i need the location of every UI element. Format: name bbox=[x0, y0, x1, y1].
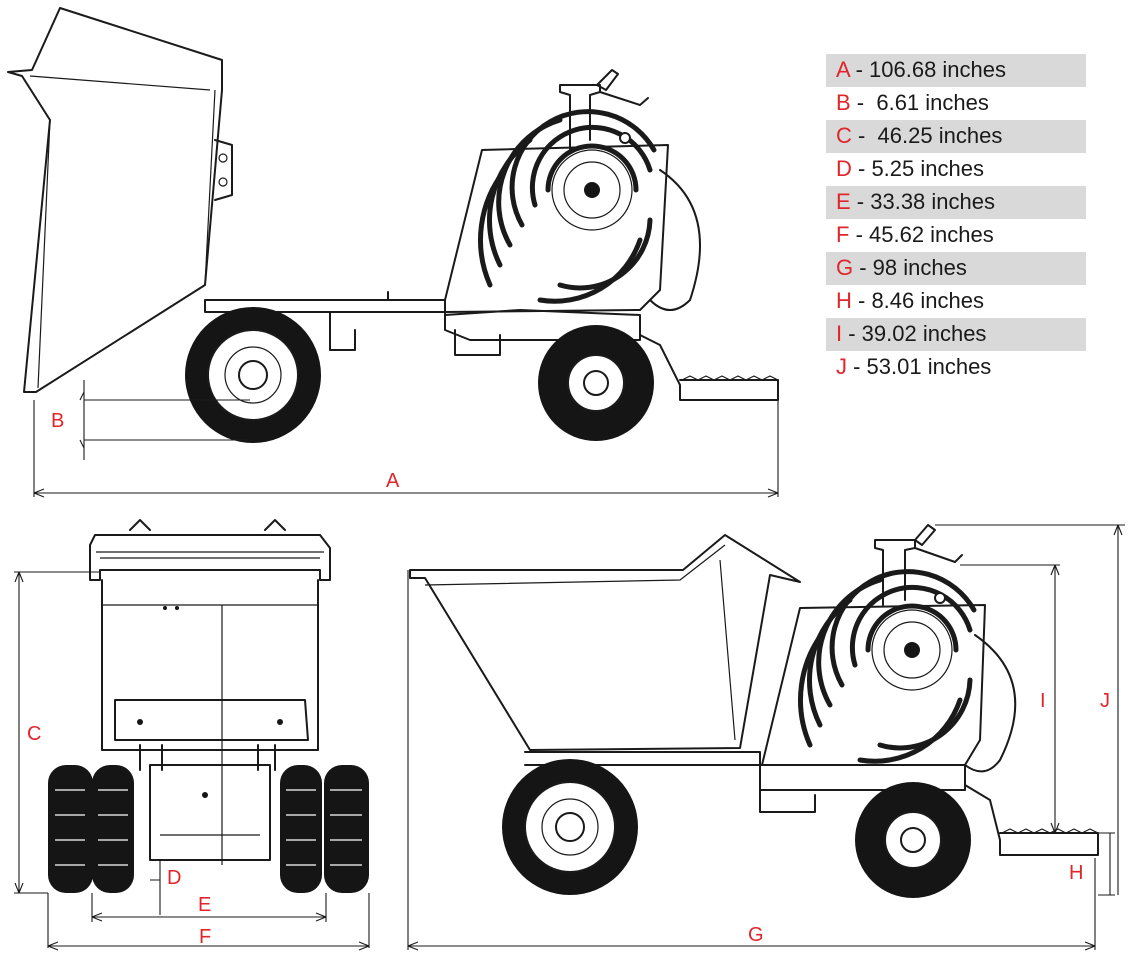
legend-value: - 98 inches bbox=[853, 255, 967, 280]
legend-letter: I bbox=[836, 321, 843, 346]
side-view-tipped: A B bbox=[7, 7, 779, 498]
legend-value: - 46.25 inches bbox=[851, 123, 1003, 148]
tipped-rear-wheel bbox=[538, 325, 654, 441]
legend-letter: C bbox=[836, 123, 852, 148]
lowered-hopper bbox=[409, 534, 801, 751]
dim-label-h: H bbox=[1069, 862, 1083, 884]
dim-label-a: A bbox=[386, 470, 400, 492]
lowered-front-wheel bbox=[502, 759, 638, 895]
dim-line-b bbox=[79, 380, 250, 460]
legend-row-f: F - 45.62 inches bbox=[826, 219, 1086, 252]
dim-label-d: D bbox=[167, 867, 181, 889]
legend-row-i: I - 39.02 inches bbox=[826, 318, 1086, 351]
legend-letter: D bbox=[836, 156, 852, 181]
legend-letter: J bbox=[836, 354, 847, 379]
dim-line-j bbox=[935, 524, 1125, 895]
dim-line-i bbox=[960, 564, 1060, 834]
rear-right-wheels bbox=[280, 765, 369, 893]
lowered-rear-wheel bbox=[855, 782, 971, 898]
rear-left-wheels bbox=[48, 765, 134, 893]
legend-value: - 106.68 inches bbox=[849, 57, 1007, 82]
lowered-engine-vents bbox=[798, 569, 977, 764]
dim-label-f: F bbox=[199, 926, 211, 948]
dim-label-i: I bbox=[1040, 690, 1046, 712]
legend-value: - 45.62 inches bbox=[849, 222, 994, 247]
legend-row-e: E - 33.38 inches bbox=[826, 186, 1086, 219]
dim-line-h bbox=[1098, 832, 1115, 896]
rear-axle-box bbox=[149, 764, 271, 861]
tipped-engine-vents bbox=[478, 109, 657, 304]
dim-line-c bbox=[14, 571, 100, 894]
legend-value: - 33.38 inches bbox=[850, 189, 995, 214]
legend-row-a: A - 106.68 inches bbox=[826, 54, 1086, 87]
dim-label-c: C bbox=[27, 723, 41, 745]
side-view-lowered: G H I J bbox=[407, 524, 1125, 951]
dim-label-g: G bbox=[748, 924, 764, 946]
legend-row-j: J - 53.01 inches bbox=[826, 351, 1086, 384]
legend-letter: G bbox=[836, 255, 854, 280]
tipped-front-wheel bbox=[185, 307, 321, 443]
legend-row-h: H - 8.46 inches bbox=[826, 285, 1086, 318]
rear-panel bbox=[114, 699, 309, 741]
legend-letter: H bbox=[836, 288, 852, 313]
tipped-handle bbox=[559, 84, 601, 151]
legend-letter: A bbox=[836, 57, 850, 82]
dim-line-d bbox=[150, 860, 161, 915]
lowered-engine-housing bbox=[761, 604, 986, 766]
legend-row-b: B - 6.61 inches bbox=[826, 87, 1086, 120]
legend-letter: F bbox=[836, 222, 850, 247]
tipped-engine-housing bbox=[444, 144, 669, 313]
legend-letter: E bbox=[836, 189, 851, 214]
dim-label-e: E bbox=[198, 894, 211, 916]
lowered-handle bbox=[874, 539, 916, 606]
dim-label-j: J bbox=[1100, 690, 1110, 712]
dim-label-b: B bbox=[51, 410, 64, 432]
legend-value: - 8.46 inches bbox=[851, 288, 984, 313]
legend-value: - 5.25 inches bbox=[851, 156, 984, 181]
dim-line-g bbox=[407, 570, 1096, 951]
dim-line-a bbox=[33, 400, 779, 498]
rear-hopper-body bbox=[101, 579, 319, 751]
legend-row-g: G - 98 inches bbox=[826, 252, 1086, 285]
legend-letter: B bbox=[836, 90, 851, 115]
dim-line-e bbox=[91, 893, 327, 922]
dim-line-f bbox=[47, 893, 370, 951]
rear-view: C D E F bbox=[14, 519, 370, 951]
rear-hopper-rim bbox=[89, 534, 331, 581]
legend-row-c: C - 46.25 inches bbox=[826, 120, 1086, 153]
legend-value: - 53.01 inches bbox=[847, 354, 992, 379]
legend-value: - 39.02 inches bbox=[842, 321, 987, 346]
legend-row-d: D - 5.25 inches bbox=[826, 153, 1086, 186]
legend-value: - 6.61 inches bbox=[850, 90, 989, 115]
